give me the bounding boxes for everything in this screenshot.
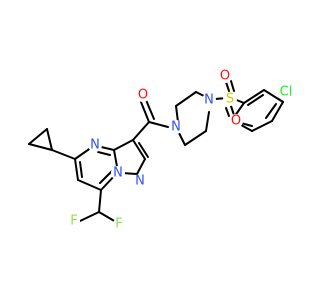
atom-n-pyrazole-label: N <box>135 174 145 189</box>
bond-cyclopropyl-ring <box>51 149 76 160</box>
atom-n-bridge-label: N <box>113 166 123 181</box>
atom-f-left: F <box>68 214 80 229</box>
piperazine-ring <box>175 91 210 146</box>
atom-cl: Cl <box>277 83 295 101</box>
atom-n-pyrazole: N <box>133 174 147 189</box>
cyclopropyl-ring <box>28 128 53 151</box>
atom-n-piperazine-1: N <box>169 120 183 135</box>
atom-n-piperazine-2: N <box>202 93 216 108</box>
atom-f-right-label: F <box>115 217 122 232</box>
atom-o-sulfonyl-bottom: O <box>229 114 243 129</box>
atom-o-carbonyl-label: O <box>138 88 148 103</box>
carbonyl-group <box>132 99 169 141</box>
atom-n-pyrimidine-label: N <box>90 138 100 153</box>
difluoromethyl-group <box>79 189 117 223</box>
atom-n-piperazine-1-label: N <box>171 120 181 135</box>
atom-o-carbonyl: O <box>136 88 150 103</box>
atom-s-sulfonyl: S <box>223 92 237 107</box>
atom-f-left-label: F <box>70 214 77 229</box>
atom-n-piperazine-2-label: N <box>204 93 214 108</box>
atom-o-sulfonyl-bottom-label: O <box>231 114 241 129</box>
atom-cl-label: Cl <box>280 85 293 100</box>
atom-n-pyrimidine: N <box>88 138 102 153</box>
atom-o-sulfonyl-top: O <box>218 69 232 84</box>
atom-n-bridge: N <box>111 166 125 181</box>
molecule-structure: N N N O N N S O O Cl F F <box>28 68 295 232</box>
atom-f-right: F <box>113 217 125 232</box>
atom-s-sulfonyl-label: S <box>226 92 234 107</box>
atom-o-sulfonyl-top-label: O <box>220 69 230 84</box>
